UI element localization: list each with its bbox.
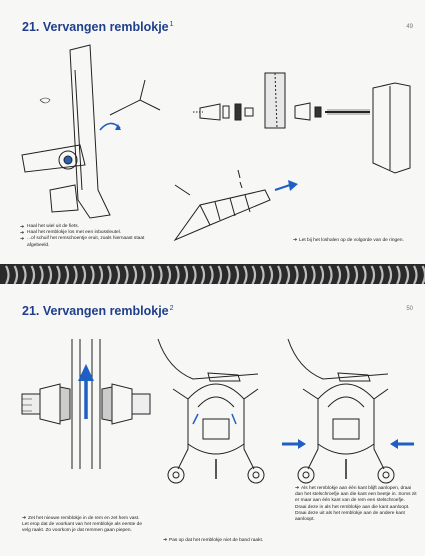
top-page: 21. Vervangen remblokje1 49 xyxy=(0,0,425,266)
spiral-ring xyxy=(141,265,146,285)
arrow-right-icon: ➔ xyxy=(295,486,300,491)
spiral-ring xyxy=(192,265,197,285)
spiral-ring xyxy=(404,265,410,285)
spiral-ring xyxy=(268,265,274,285)
caption-rings: ➔Let bij het loshalen op de volgorde van… xyxy=(293,238,404,243)
spiral-ring xyxy=(319,265,325,285)
note-item: ➔Haal het wiel uit de fiets. xyxy=(20,224,79,230)
spiral-ring xyxy=(209,265,214,285)
spiral-ring xyxy=(30,265,36,285)
spiral-ring xyxy=(166,265,172,285)
spiral-ring xyxy=(260,265,265,285)
arrow-right-icon: ➔ xyxy=(20,230,25,237)
spiral-ring xyxy=(345,265,350,285)
arrow-right-icon: ➔ xyxy=(20,236,25,243)
brake-arm-illustration xyxy=(21,44,161,219)
arrow-right-icon: ➔ xyxy=(293,238,298,243)
spiral-ring xyxy=(251,265,257,285)
spiral-ring xyxy=(277,265,282,285)
note-item: ➔...of schuif het remschoentje eruit, zo… xyxy=(20,236,145,248)
title-sup: 1 xyxy=(169,20,174,28)
spiral-ring xyxy=(226,265,231,285)
spiral-ring xyxy=(285,265,291,285)
spiral-ring xyxy=(294,265,299,285)
spiral-ring xyxy=(39,265,44,285)
spiral-ring xyxy=(56,265,61,285)
spiral-ring xyxy=(158,265,163,285)
spiral-ring xyxy=(107,265,112,285)
spiral-ring xyxy=(379,265,384,285)
spiral-ring xyxy=(328,265,333,285)
note-middle-bottom: ➔Pas op dat het remblokje niet de band r… xyxy=(163,538,264,543)
note-right-bottom: ➔Als het remblokje aan één kant blijft a… xyxy=(295,486,417,523)
caliper-illustration-left xyxy=(157,338,265,484)
note-left-bottom: ➔Zet het nieuwe remblokje in de rem en z… xyxy=(22,516,142,534)
spiral-ring xyxy=(353,265,359,285)
spiral-binding xyxy=(0,264,425,286)
title-sup: 2 xyxy=(169,304,174,312)
spiral-ring xyxy=(362,265,367,285)
bolt-exploded-illustration xyxy=(193,72,411,174)
page-number-top: 49 xyxy=(406,24,413,30)
spiral-ring xyxy=(73,265,78,285)
spiral-ring xyxy=(64,265,70,285)
spiral-ring xyxy=(413,265,418,285)
arrow-right-icon: ➔ xyxy=(20,224,25,230)
spiral-ring xyxy=(396,265,401,285)
spiral-ring xyxy=(387,265,393,285)
arrow-right-icon: ➔ xyxy=(22,516,27,521)
page-title-top: 21. Vervangen remblokje1 xyxy=(22,20,174,34)
spiral-ring xyxy=(98,265,104,285)
page-number-bottom: 50 xyxy=(406,306,413,312)
note-item: ➔Haal het remblokje los met een inbussle… xyxy=(20,230,122,237)
notes-top: ➔Haal het wiel uit de fiets. ➔Haal het r… xyxy=(20,224,160,249)
title-text: Vervangen remblokje xyxy=(39,304,169,318)
title-text: Vervangen remblokje xyxy=(39,20,169,34)
spiral-ring xyxy=(13,265,19,285)
spiral-ring xyxy=(336,265,342,285)
spiral-ring xyxy=(243,265,248,285)
pads-rim-illustration xyxy=(21,339,151,469)
bottom-page: 21. Vervangen remblokje2 50 xyxy=(0,284,425,556)
spiral-ring xyxy=(370,265,376,285)
spiral-ring xyxy=(200,265,206,285)
page-title-bottom: 21. Vervangen remblokje2 xyxy=(22,304,174,318)
caliper-illustration-right xyxy=(282,338,414,484)
title-number: 21. xyxy=(22,20,40,34)
spiral-ring xyxy=(132,265,138,285)
spiral-ring xyxy=(183,265,189,285)
spiral-ring xyxy=(234,265,240,285)
title-number: 21. xyxy=(22,304,40,318)
spiral-ring xyxy=(115,265,121,285)
spiral-ring xyxy=(302,265,308,285)
spiral-ring xyxy=(81,265,87,285)
spiral-ring xyxy=(217,265,223,285)
spiral-ring xyxy=(149,265,155,285)
spiral-ring xyxy=(124,265,129,285)
spiral-ring xyxy=(5,265,10,285)
spiral-ring xyxy=(421,265,425,285)
spiral-ring xyxy=(90,265,95,285)
arrow-right-icon: ➔ xyxy=(163,538,168,543)
brake-shoe-illustration xyxy=(173,169,298,242)
spiral-ring xyxy=(47,265,53,285)
spiral-ring xyxy=(22,265,27,285)
spiral-ring xyxy=(175,265,180,285)
spiral-ring xyxy=(311,265,316,285)
